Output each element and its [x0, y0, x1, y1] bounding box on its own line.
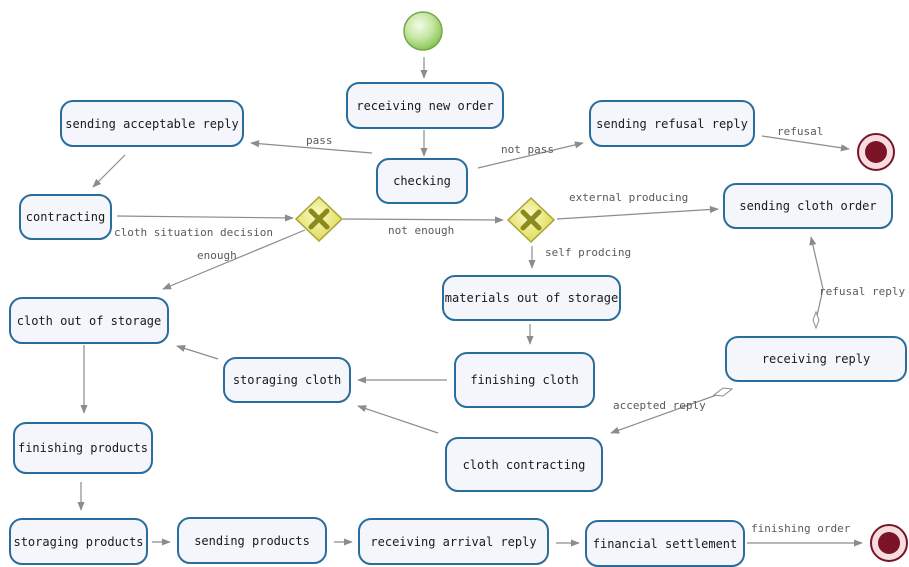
- task-sending-acceptable-reply[interactable]: sending acceptable reply: [60, 100, 244, 147]
- task-checking[interactable]: checking: [376, 158, 468, 204]
- label-finishing-order: finishing order: [751, 522, 851, 535]
- label-not-enough: not enough: [388, 224, 455, 237]
- flow-checking-to-refusal: [477, 141, 584, 169]
- task-sending-cloth-order[interactable]: sending cloth order: [723, 183, 893, 229]
- label-enough: enough: [197, 249, 237, 262]
- conditional-diamond-refusal: [812, 310, 820, 330]
- task-finishing-products[interactable]: finishing products: [13, 422, 153, 474]
- task-sending-products[interactable]: sending products: [177, 517, 327, 564]
- label-cloth-situation-decision: cloth situation decision: [114, 226, 273, 239]
- flow-storaging-to-cloth-out: [176, 345, 219, 360]
- flow-refusal-to-end: [761, 135, 850, 152]
- task-cloth-contracting[interactable]: cloth contracting: [445, 437, 603, 492]
- label-refusal-reply: refusal reply: [819, 285, 906, 298]
- flow-checking-to-acceptable: [250, 140, 373, 154]
- flow-cloth-contracting-to-storaging: [357, 405, 439, 434]
- end-event-refusal[interactable]: [857, 133, 895, 171]
- flow-reply-to-cloth-order: [809, 236, 824, 321]
- task-receiving-arrival-reply[interactable]: receiving arrival reply: [358, 518, 549, 565]
- exclusive-gateway-cloth-situation[interactable]: [294, 195, 344, 243]
- task-contracting[interactable]: contracting: [19, 194, 112, 240]
- label-self-prodcing: self prodcing: [545, 246, 632, 259]
- start-event[interactable]: [403, 11, 443, 51]
- flow-gateway-to-cloth-out: [162, 229, 306, 290]
- label-external-producing: external producing: [569, 191, 689, 204]
- task-finishing-cloth[interactable]: finishing cloth: [454, 352, 595, 408]
- flow-gateway-to-cloth-order: [556, 205, 719, 220]
- flow-acceptable-to-contracting: [92, 154, 126, 188]
- task-receiving-new-order[interactable]: receiving new order: [346, 82, 504, 129]
- flow-reply-to-cloth-contracting: [610, 392, 723, 434]
- task-materials-out-of-storage[interactable]: materials out of storage: [442, 275, 621, 321]
- task-financial-settlement[interactable]: financial settlement: [585, 520, 745, 567]
- task-sending-refusal-reply[interactable]: sending refusal reply: [589, 100, 755, 147]
- label-pass: pass: [306, 134, 333, 147]
- conditional-diamond-accepted: [712, 387, 734, 397]
- task-cloth-out-of-storage[interactable]: cloth out of storage: [9, 297, 169, 344]
- label-not-pass: not pass: [501, 143, 554, 156]
- label-refusal: refusal: [777, 125, 824, 138]
- task-storaging-products[interactable]: storaging products: [9, 518, 148, 565]
- end-event-finished[interactable]: [870, 524, 908, 562]
- task-storaging-cloth[interactable]: storaging cloth: [223, 357, 351, 403]
- flow-gateway-to-gateway: [342, 216, 504, 224]
- exclusive-gateway-production[interactable]: [506, 196, 556, 244]
- label-accepted-reply: accepted reply: [613, 399, 706, 412]
- flow-contracting-to-gateway: [116, 214, 294, 222]
- task-receiving-reply[interactable]: receiving reply: [725, 336, 907, 382]
